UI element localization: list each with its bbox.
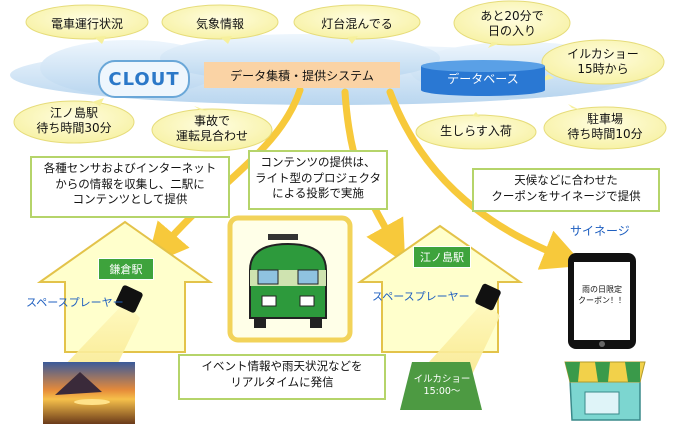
callout-coupon: 天候などに合わせた クーポンをサイネージで提供 [472,168,660,212]
sunset-photo [43,362,135,424]
bubble-dolphin-show-text: イルカショー 15時から [567,47,639,76]
bubble-dolphin-show: イルカショー 15時から [540,38,666,86]
bubble-weather: 気象情報 [160,4,280,44]
station-tag-enoshima: 江ノ島駅 [413,246,471,268]
projector-icon [115,283,501,313]
projection-text: イルカショー 15:00〜 [413,374,471,398]
callout-sensors: 各種センサおよびインターネット からの情報を収集し、二駅に コンテンツとして提供 [30,156,230,218]
clout-logo: CLOUT [98,60,190,98]
bubble-shirasu-text: 生しらす入荷 [440,123,512,138]
bubble-enoshima-wait-text: 江ノ島駅 待ち時間30分 [36,106,112,135]
data-system-box: データ集積・提供システム [204,62,400,88]
bubble-parking-text: 駐車場 待ち時間10分 [567,112,643,141]
bubble-train-status: 電車運行状況 [24,4,150,44]
bubble-sunset-text: あと20分で 日の入り [480,9,544,38]
bubble-accident: 事故で 運転見合わせ [150,106,274,152]
database-cylinder: データベース [420,60,546,96]
station-tag-kamakura-text: 鎌倉駅 [109,263,143,276]
callout-event: イベント情報や雨天状況などを リアルタイムに発信 [178,354,386,400]
bubble-weather-text: 気象情報 [195,16,244,31]
clout-logo-text: CLOUT [108,68,180,90]
bubble-sunset: あと20分で 日の入り [452,0,572,48]
tram-panel [227,215,353,343]
signage-screen-text: 雨の日限定 クーポン！！ [578,285,626,306]
bubble-parking: 駐車場 待ち時間10分 [542,104,668,150]
shop-icon [564,361,646,421]
dolphin-card [400,362,482,410]
bubble-shirasu: 生しらす入荷 [414,112,538,150]
signage-device [568,253,636,349]
space-player-label-2: スペースプレーヤー [372,290,470,303]
station-tag-kamakura: 鎌倉駅 [98,258,154,280]
database-label: データベース [447,72,519,86]
bubble-train-status-text: 電車運行状況 [50,16,123,31]
space-player-label-1: スペースプレーヤー [26,296,124,309]
data-system-label: データ集積・提供システム [230,68,374,83]
bubble-accident-text: 事故で 運転見合わせ [175,114,248,143]
signage-label: サイネージ [570,224,630,238]
station-tag-enoshima-text: 江ノ島駅 [420,251,464,264]
callout-content: コンテンツの提供は、 ライト型のプロジェクタ による投影で実施 [248,150,388,210]
bubble-lighthouse-text: 灯台混んでる [321,16,393,31]
bubble-enoshima-wait: 江ノ島駅 待ち時間30分 [12,98,136,144]
bubble-lighthouse: 灯台混んでる [292,4,422,44]
